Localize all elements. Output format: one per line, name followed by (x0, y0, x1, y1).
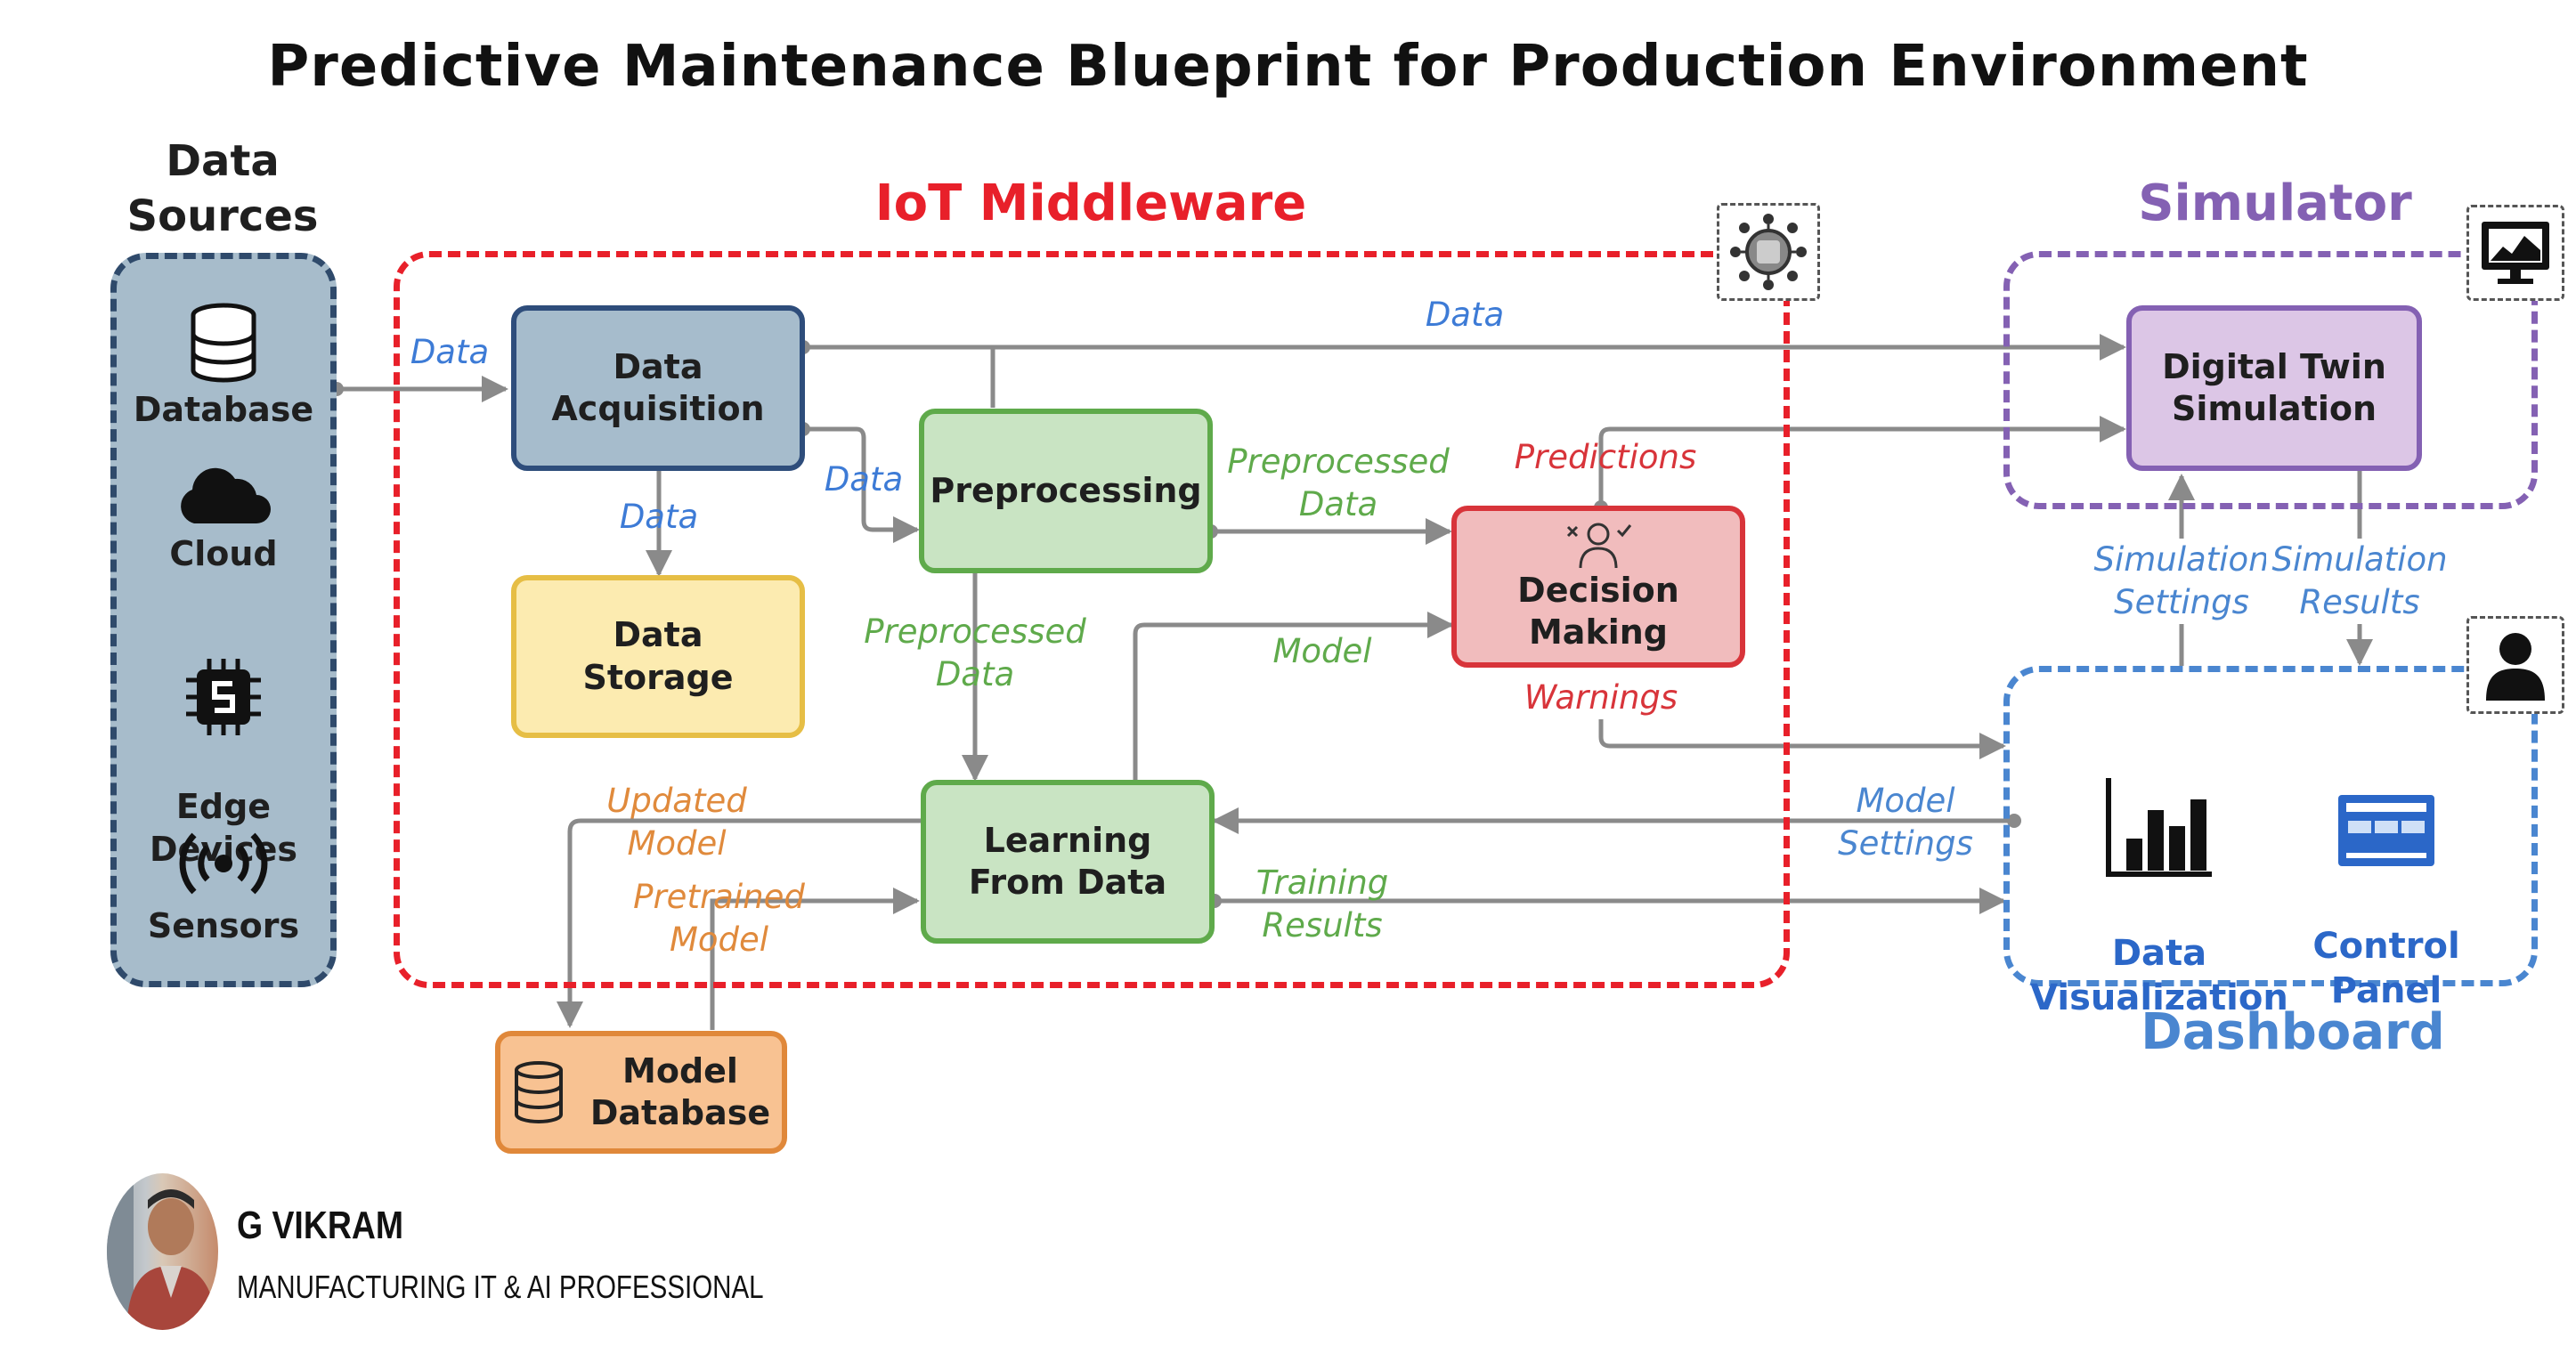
edge-decision-to-dashboard (1598, 719, 2006, 759)
node-model-database[interactable]: Model Database (495, 1031, 787, 1154)
monitor-icon-box (2466, 205, 2564, 301)
iot-hub-icon-box (1717, 203, 1820, 301)
edge-label-data-to-storage: Data (619, 498, 699, 536)
simulator-label: Simulator (2138, 174, 2412, 232)
edge-label-simulation-results: Simulation Results (2266, 539, 2453, 625)
decision-person-icon (1566, 523, 1632, 568)
node-data-storage[interactable]: Data Storage (511, 575, 805, 738)
connector-dot (2007, 814, 2021, 828)
node-label: Preprocessing (930, 470, 1202, 510)
iot-middleware-panel (394, 251, 1790, 988)
database-icon (514, 1061, 563, 1123)
edge-acquisition-to-preprocessing (803, 426, 920, 543)
node-preprocessing[interactable]: Preprocessing (919, 409, 1213, 573)
edge-label-data-top: Data (1425, 296, 1505, 334)
monitor-chart-icon (2482, 222, 2549, 284)
node-label: Data Storage (582, 615, 734, 697)
edge-label-model: Model (1272, 632, 1372, 670)
source-cloud: Cloud (112, 463, 335, 573)
node-label: Model Database (589, 1050, 771, 1133)
source-label: Database (133, 390, 314, 429)
node-data-acquisition[interactable]: Data Acquisition (511, 305, 805, 471)
dashboard-label: Dashboard (2141, 1003, 2445, 1061)
edge-label-updated-model: Updated Model (606, 782, 747, 863)
node-learning-from-data[interactable]: Learning From Data (921, 780, 1215, 944)
edge-label-data-in: Data (410, 333, 490, 371)
user-icon-box (2466, 616, 2564, 714)
data-sources-label: Data Sources (126, 136, 319, 242)
edge-label-model-settings: Model Settings (1838, 782, 1973, 863)
edge-label-predictions: Predictions (1514, 438, 1697, 476)
sensor-icon (179, 832, 268, 895)
edge-label-simulation-settings: Simulation Settings (2084, 539, 2279, 625)
dashboard-data-visualization[interactable]: Data Visualization (2021, 730, 2297, 1020)
edge-decision-to-twin (1598, 416, 2126, 507)
node-decision-making[interactable]: Decision Making (1451, 506, 1745, 668)
author-avatar (107, 1173, 218, 1330)
author-name: G VIKRAM (237, 1204, 403, 1247)
dashboard-item-label: Control Panel (2312, 926, 2460, 1011)
user-icon (2486, 633, 2545, 701)
source-label: Sensors (147, 906, 300, 945)
dashboard-control-panel[interactable]: Control Panel (2297, 748, 2475, 1013)
node-label: Decision Making (1517, 570, 1679, 653)
cloud-icon (181, 467, 271, 523)
edge-learning-to-modeldb (557, 818, 922, 1028)
source-database: Database (112, 303, 335, 429)
bar-chart-icon (2106, 778, 2212, 877)
edge-label-pretrained-model: Pretrained Model (633, 878, 805, 960)
edge-learning-to-decision (1133, 612, 1454, 783)
source-label: Cloud (169, 534, 278, 573)
chip-icon (186, 658, 261, 735)
node-label: Data Acquisition (551, 346, 765, 429)
data-sources-list: Database Cloud Edge Devices Sensors (112, 294, 335, 988)
control-panel-icon (2338, 795, 2434, 866)
source-sensors: Sensors (112, 828, 335, 945)
iot-hub-icon (1730, 214, 1807, 290)
edge-label-data-to-pre: Data (824, 460, 904, 499)
node-label: Learning From Data (968, 820, 1167, 903)
dashboard-item-label: Data Visualization (2030, 933, 2288, 1018)
person-photo-icon (107, 1173, 217, 1330)
simulator-panel (2003, 251, 2538, 509)
node-label: Digital Twin Simulation (2162, 346, 2386, 429)
node-digital-twin[interactable]: Digital Twin Simulation (2126, 305, 2422, 471)
edge-label-pre-to-decision: Preprocessed Data (1227, 442, 1450, 524)
dashboard-panel (2003, 666, 2538, 986)
edge-label-training-results: Training Results (1255, 863, 1389, 945)
edge-label-warnings: Warnings (1524, 678, 1678, 717)
author-role: MANUFACTURING IT & AI PROFESSIONAL (237, 1269, 764, 1305)
page-title: Predictive Maintenance Blueprint for Pro… (267, 34, 2309, 100)
iot-middleware-label: IoT Middleware (874, 174, 1307, 232)
database-icon (191, 303, 256, 383)
edge-label-pre-to-learning: Preprocessed Data (864, 612, 1086, 694)
